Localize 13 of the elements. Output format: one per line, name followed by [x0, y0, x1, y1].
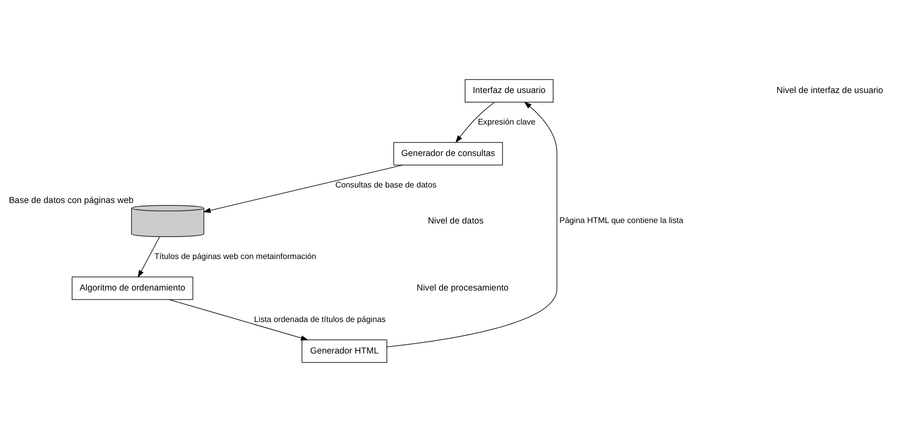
label: Nivel de interfaz de usuario — [776, 85, 884, 96]
node-box: Generador HTML — [302, 340, 388, 363]
node-box: Interfaz de usuario — [464, 79, 554, 102]
label: Nivel de procesamiento — [416, 282, 509, 293]
node-box: Algoritmo de ordenamiento — [72, 276, 194, 300]
arrow — [386, 102, 558, 348]
node-box: Generador de consultas — [393, 142, 503, 166]
arrow — [203, 164, 403, 213]
node-label: Base de datos con páginas web — [8, 194, 134, 205]
label: Nivel de datos — [428, 215, 484, 226]
arrow — [455, 102, 495, 143]
arrow — [169, 299, 308, 341]
arrow — [138, 236, 160, 278]
